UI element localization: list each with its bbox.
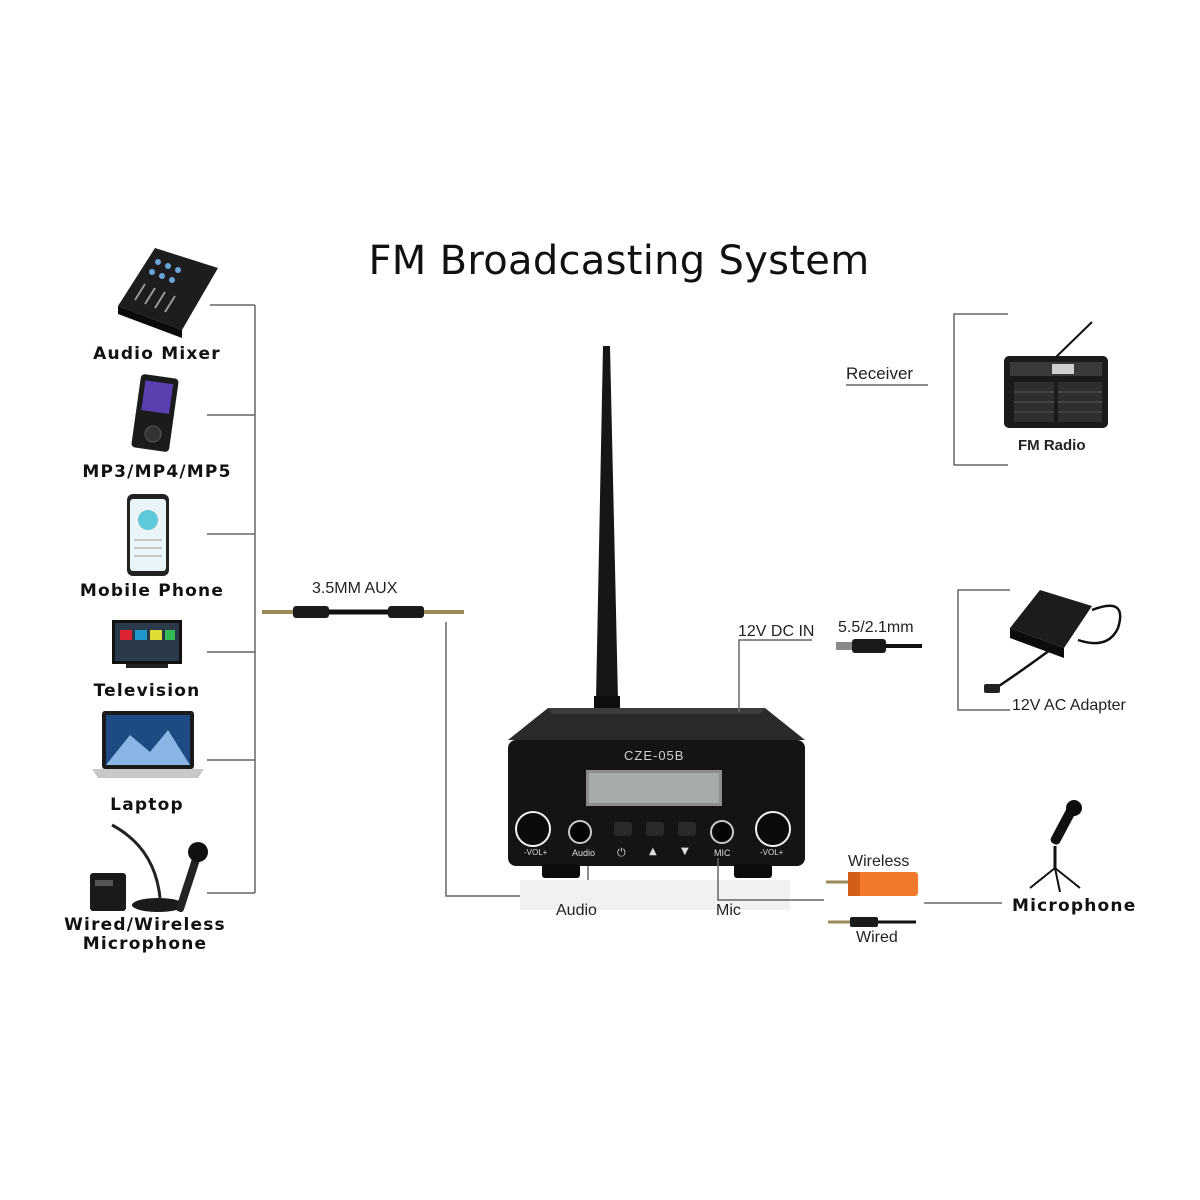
ac-adapter-icon [984, 590, 1122, 693]
receiver-heading: Receiver [846, 364, 914, 383]
mic-port-label: Mic [716, 902, 741, 919]
source-bracket [207, 304, 256, 894]
source-label-mobile-phone: Mobile Phone [79, 581, 225, 601]
aux-cable-label: 3.5MM AUX [312, 580, 398, 597]
wired-plug-icon [828, 917, 916, 927]
antenna [594, 346, 620, 710]
down-icon: ▼ [681, 846, 689, 857]
microphone-label: Microphone [1012, 896, 1137, 916]
transmitter [508, 708, 805, 910]
source-label-mp3: MP3/MP4/MP5 [82, 462, 232, 482]
television-icon [112, 620, 182, 668]
aux-cable [262, 606, 464, 618]
dc-plug-label: 5.5/2.1mm [838, 619, 914, 636]
dc-plug [836, 639, 922, 653]
device-mic-jack-label: MIC [714, 848, 731, 858]
fm-radio-icon [1004, 321, 1108, 428]
dc-leader-line [738, 639, 812, 712]
source-label-television: Television [93, 681, 201, 701]
device-audio-jack-label: Audio [572, 848, 596, 858]
audio-leader-line [445, 622, 589, 897]
studio-microphone-icon [1029, 800, 1082, 893]
receiver-bracket [846, 313, 1008, 466]
device-model-label: CZE-05B [624, 748, 685, 763]
power-icon: ⏻ [617, 846, 626, 859]
source-label-audio-mixer: Audio Mixer [93, 344, 221, 364]
device-vol-left-label: -VOL+ [524, 848, 548, 857]
wired-label: Wired [856, 929, 898, 946]
mobile-phone-icon [127, 494, 169, 576]
source-label-microphone: Wired/Wireless Microphone [64, 915, 226, 954]
audio-mixer-icon [118, 248, 218, 338]
ac-adapter-label: 12V AC Adapter [1012, 697, 1126, 714]
fm-radio-label: FM Radio [1018, 437, 1086, 454]
mp3-player-icon [131, 374, 179, 452]
wireless-receiver-icon [826, 872, 918, 896]
mic-leader-line [717, 858, 824, 901]
wireless-label: Wireless [848, 853, 910, 870]
adapter-bracket [957, 589, 1010, 711]
source-label-laptop: Laptop [110, 795, 184, 815]
device-vol-right-label: -VOL+ [760, 848, 784, 857]
laptop-icon [92, 711, 204, 778]
up-icon: ▲ [649, 846, 657, 857]
dc-in-label: 12V DC IN [738, 623, 815, 640]
audio-port-label: Audio [556, 902, 597, 919]
microphone-set-icon [90, 823, 208, 913]
page-title: FM Broadcasting System [368, 238, 870, 284]
